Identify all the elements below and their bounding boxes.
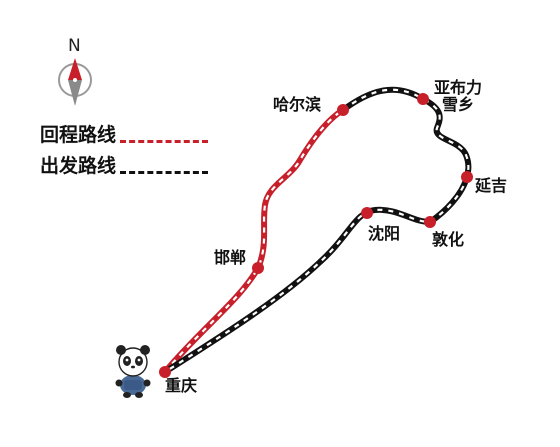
- station-dot-yanji: [461, 171, 473, 183]
- legend-return-label: 回程路线: [40, 124, 117, 146]
- station-dot-shenyang: [361, 207, 373, 219]
- return-route: [162, 107, 346, 375]
- station-dot-chongqing: [159, 366, 171, 378]
- station-label-chongqing: 重庆: [165, 376, 198, 395]
- station-dot-yabuli: [417, 93, 429, 105]
- station-dot-dunhua: [424, 216, 436, 228]
- panda-mascot-icon: [115, 345, 151, 398]
- station-label-dunhua: 敦化: [432, 230, 465, 249]
- legend-depart: 出发路线: [40, 151, 209, 178]
- north-label: N: [68, 36, 81, 56]
- legend-depart-label: 出发路线: [40, 155, 117, 177]
- legend-return-line: [120, 140, 209, 143]
- station-label-harbin: 哈尔滨: [273, 95, 322, 114]
- station-dot-harbin: [337, 104, 349, 116]
- station-label-handan: 邯郸: [214, 248, 247, 267]
- compass-icon: [58, 58, 92, 106]
- station-dot-handan: [252, 262, 264, 274]
- legend-return: 回程路线: [40, 120, 209, 147]
- legend-depart-line: [120, 171, 209, 174]
- station-label-shenyang: 沈阳: [368, 224, 401, 243]
- station-label-yanji: 延吉: [475, 176, 508, 195]
- departure-route: [162, 86, 472, 375]
- station-label-yabuli: 亚布力 雪乡: [434, 78, 483, 114]
